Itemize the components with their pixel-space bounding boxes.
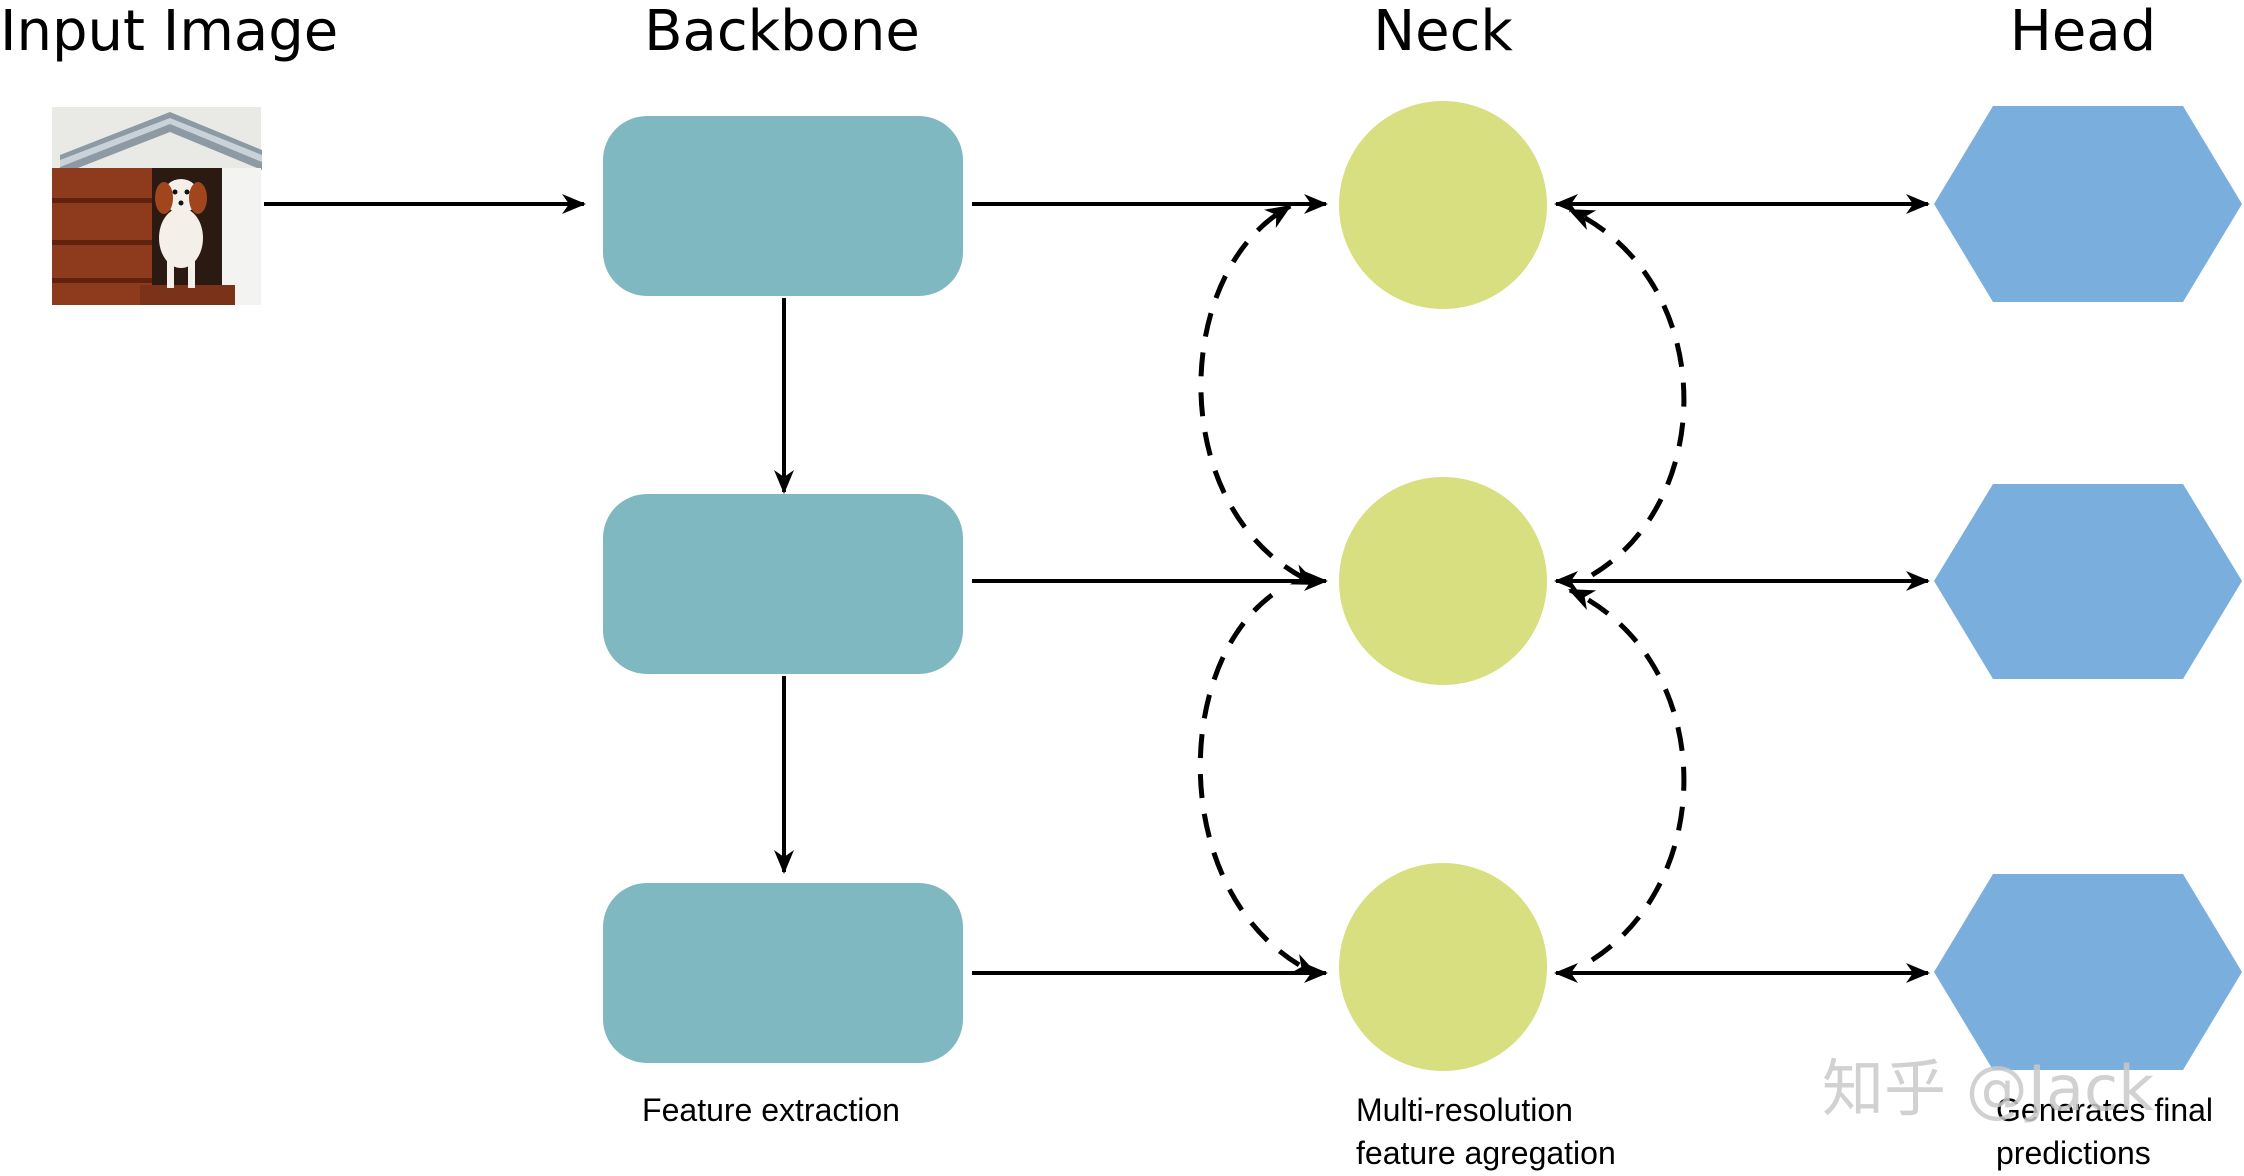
input-image — [52, 107, 262, 305]
dashed-arrow-right-2-to-1 — [1568, 207, 1687, 578]
head-node-3 — [1934, 874, 2242, 1070]
neck-caption-line-2: feature agregation — [1356, 1135, 1616, 1171]
dashed-arrow-left-2-to-3 — [1197, 592, 1318, 977]
dog-icon — [155, 179, 207, 288]
neck-caption-line-1: Multi-resolution — [1356, 1092, 1573, 1128]
head-heading: Head — [2010, 0, 2156, 64]
dashed-arrow-left-1-to-2 — [1198, 212, 1318, 587]
head-caption-line-1: Generates final — [1996, 1092, 2213, 1128]
neck-heading: Neck — [1373, 0, 1513, 64]
head-node-2 — [1934, 484, 2242, 679]
head-node-1 — [1934, 106, 2242, 302]
input-image-heading: Input Image — [0, 0, 338, 64]
backbone-block-3 — [603, 883, 963, 1063]
neck-node-3 — [1339, 863, 1547, 1071]
backbone-heading: Backbone — [644, 0, 920, 64]
watermark-text: 知乎 @Jack — [1822, 1052, 2154, 1125]
backbone-caption: Feature extraction — [642, 1092, 900, 1128]
head-caption-line-2: predictions — [1996, 1135, 2151, 1171]
backbone-block-1 — [603, 116, 963, 296]
neck-node-1 — [1339, 101, 1547, 309]
dashed-arrow-left-1-to-2-start — [1264, 203, 1292, 229]
dashed-arrow-right-3-to-2 — [1568, 587, 1687, 963]
neck-node-2 — [1339, 477, 1547, 685]
backbone-block-2 — [603, 494, 963, 674]
